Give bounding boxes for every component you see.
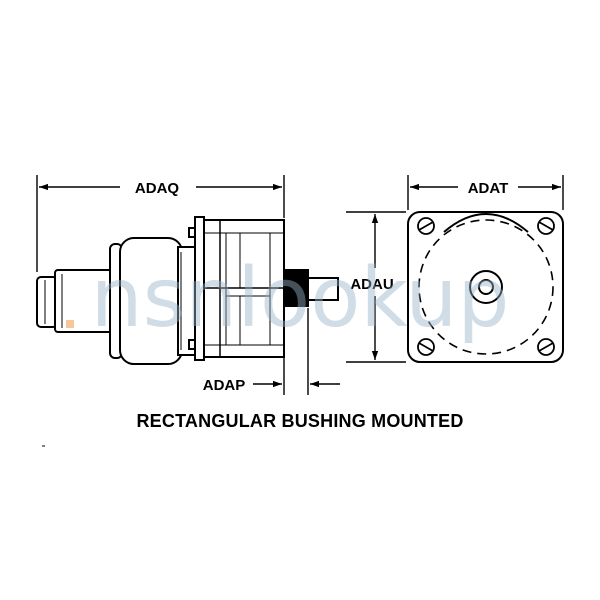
adaq-dimension — [36, 175, 285, 272]
adap-dimension — [253, 308, 340, 395]
adap-label: ADAP — [203, 377, 246, 394]
adat-label: ADAT — [468, 180, 509, 197]
front-view-screws — [417, 217, 555, 356]
screw-top-right-icon — [537, 217, 555, 235]
watermark-accent — [66, 320, 74, 328]
watermark: nsnlookup — [66, 251, 509, 346]
adau-dimension — [346, 211, 406, 363]
adaq-label: ADAQ — [135, 180, 179, 197]
adau-label: ADAU — [350, 276, 393, 293]
screw-bottom-left-icon — [417, 338, 435, 356]
screw-bottom-right-icon — [537, 338, 555, 356]
adat-dimension — [407, 175, 564, 210]
watermark-text: nsnlookup — [91, 251, 510, 346]
front-view — [407, 211, 564, 363]
side-view — [36, 216, 339, 365]
diagram-caption: RECTANGULAR BUSHING MOUNTED — [136, 411, 464, 431]
screw-top-left-icon — [417, 217, 435, 235]
